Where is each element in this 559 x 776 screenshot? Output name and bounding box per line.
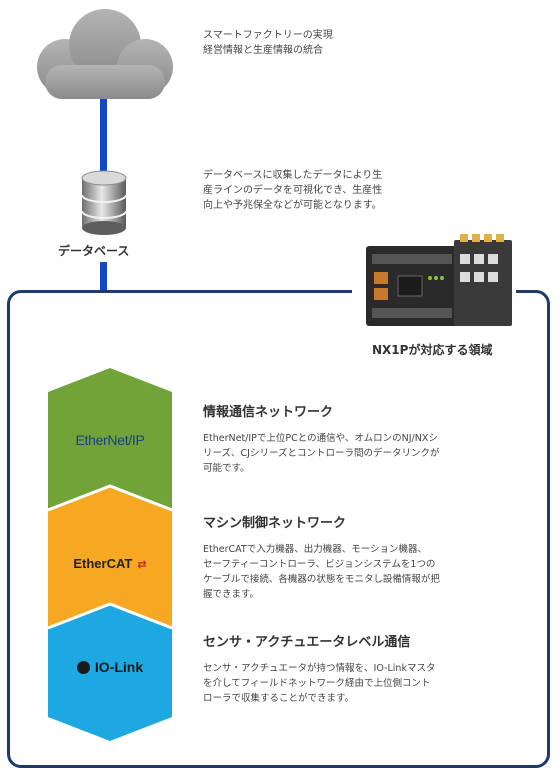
section-title: 情報通信ネットワーク: [203, 405, 334, 420]
database-description: データベースに収集したデータにより生 産ラインのデータを可視化でき、生産性 向上…: [203, 168, 503, 213]
database-icon: [81, 170, 127, 235]
section-body-line: ケーブルで接続、各機器の状態をモニタし設備情報が把: [203, 574, 440, 585]
section-body: EtherNet/IPで上位PCとの通信や、オムロンのNJ/NXシ リーズ、CJ…: [203, 431, 523, 476]
ethercat-band: [48, 486, 172, 652]
database-text-line: データベースに収集したデータにより生: [203, 170, 383, 181]
section-ethernet-ip: 情報通信ネットワーク EtherNet/IPで上位PCとの通信や、オムロンのNJ…: [203, 401, 523, 476]
io-link-logo-text: IO-Link: [94, 659, 144, 675]
cloud-icon: [37, 9, 173, 99]
ethernet-ip-logo: EtherNet/IP: [52, 430, 168, 449]
network-ribbon: [48, 368, 172, 741]
section-body-line: 握できます。: [203, 589, 260, 600]
ethercat-logo: EtherCAT ⇄: [52, 553, 168, 572]
section-title: センサ・アクチュエータレベル通信: [203, 635, 411, 650]
ethercat-arrow-icon: ⇄: [137, 558, 147, 571]
ethernet-ip-logo-text: EtherNet/IP: [75, 432, 145, 448]
section-io-link: センサ・アクチュエータレベル通信 センサ・アクチュエータが持つ情報を、IO-Li…: [203, 631, 523, 706]
section-body: EtherCATで入力機器、出力機器、モーション機器、 セーフティーコントローラ…: [203, 542, 523, 602]
section-body-line: センサ・アクチュエータが持つ情報を、IO-Linkマスタ: [203, 663, 436, 674]
link-line-db-area: [100, 262, 107, 292]
section-body-line: セーフティーコントローラ、ビジョンシステムを1つの: [203, 559, 436, 570]
section-body-line: 可能です。: [203, 463, 250, 474]
section-title: マシン制御ネットワーク: [203, 516, 347, 531]
section-body-line: ローラで収集することができます。: [203, 693, 355, 704]
database-text-line: 産ラインのデータを可視化でき、生産性: [203, 185, 383, 196]
section-ethercat: マシン制御ネットワーク EtherCATで入力機器、出力機器、モーション機器、 …: [203, 512, 523, 602]
section-body-line: を介してフィールドネットワーク経由で上位側コント: [203, 678, 431, 689]
section-body-line: リーズ、CJシリーズとコントローラ間のデータリンクが: [203, 448, 440, 459]
database-label: データベース: [58, 244, 130, 258]
section-body-line: EtherCATで入力機器、出力機器、モーション機器、: [203, 544, 428, 555]
cloud-text-line: スマートファクトリーの実現: [203, 30, 333, 41]
section-body-line: EtherNet/IPで上位PCとの通信や、オムロンのNJ/NXシ: [203, 433, 438, 444]
nx1p-controller-image: [366, 234, 512, 326]
nx1p-area-label: NX1Pが対応する領域: [372, 343, 493, 357]
cloud-text-line: 経営情報と生産情報の統合: [203, 45, 323, 56]
ethercat-logo-text: EtherCAT: [73, 556, 133, 571]
io-link-band: [48, 604, 172, 741]
database-text-line: 向上や予兆保全などが可能となります。: [203, 200, 382, 211]
cloud-description: スマートファクトリーの実現 経営情報と生産情報の統合: [203, 28, 503, 58]
section-body: センサ・アクチュエータが持つ情報を、IO-Linkマスタ を介してフィールドネッ…: [203, 661, 523, 706]
ethernet-ip-band: [48, 368, 172, 534]
nx1p-area-frame: [7, 290, 550, 768]
io-link-logo: IO-Link: [52, 657, 168, 676]
link-line-cloud-db: [100, 92, 107, 172]
io-link-symbol-icon: [76, 661, 90, 674]
